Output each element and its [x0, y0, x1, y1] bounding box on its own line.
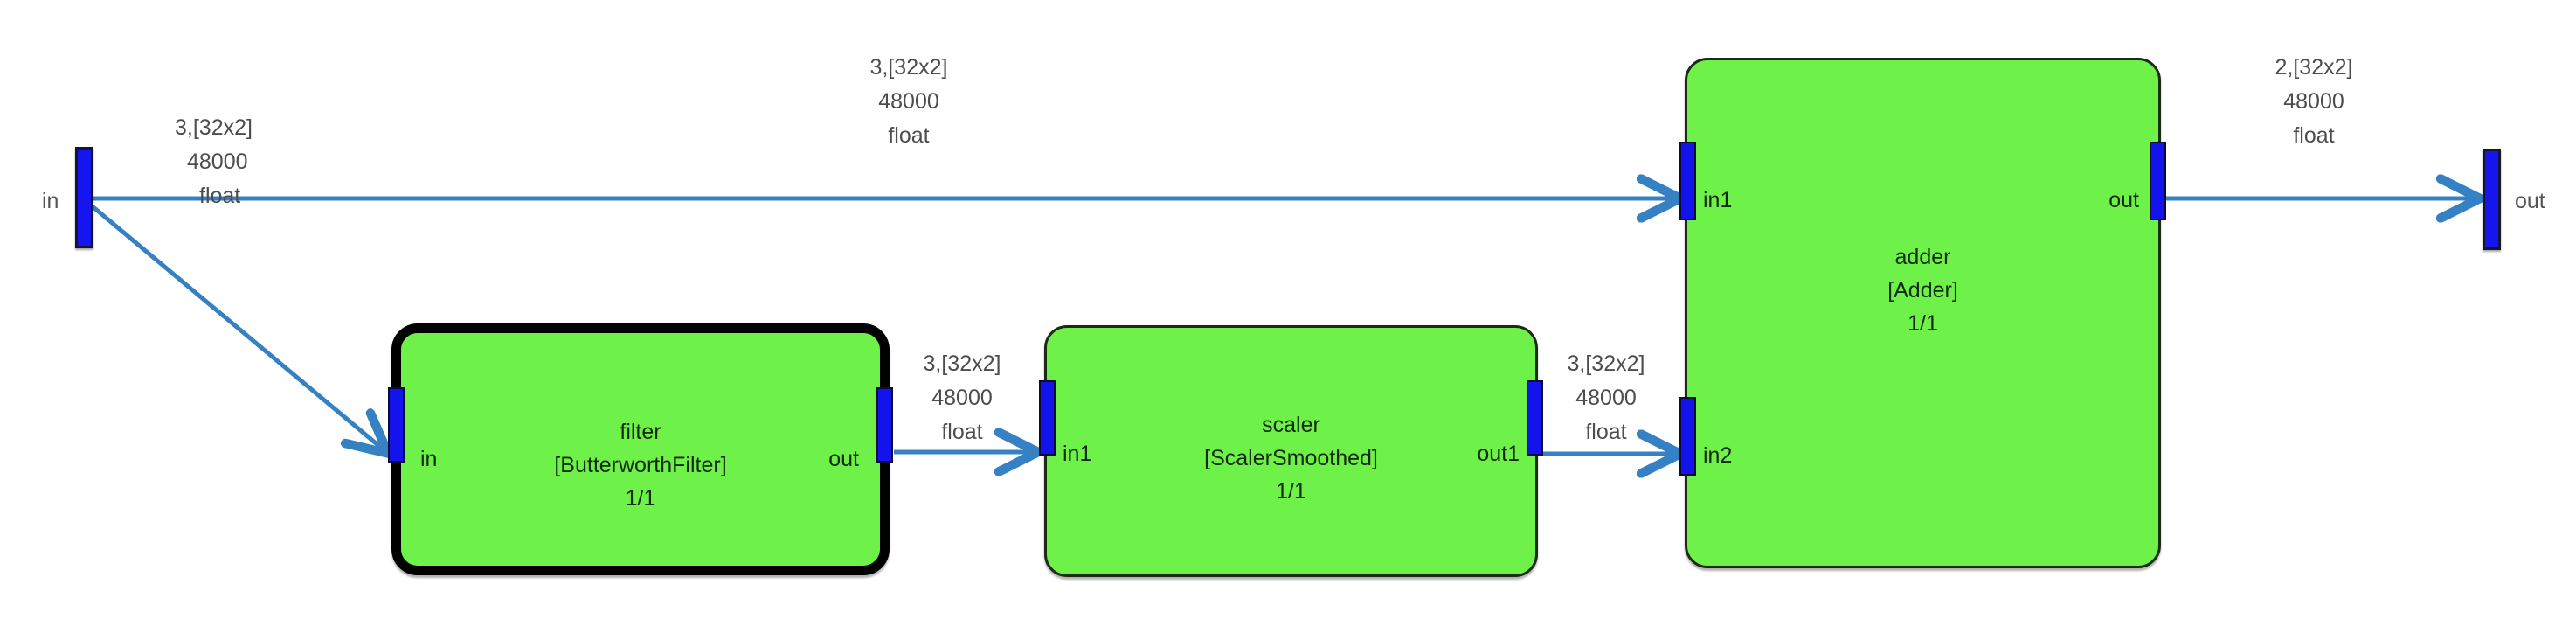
- wire-label-line1: 3,[32x2]: [923, 351, 1001, 376]
- wire-label-line1: 2,[32x2]: [2275, 55, 2353, 80]
- wire-label-line2: 48000: [187, 149, 248, 174]
- wire-label-line1: 3,[32x2]: [175, 115, 253, 140]
- terminal-port-out[interactable]: [2483, 149, 2501, 250]
- block-scaler[interactable]: in1 out1 scaler [ScalerSmoothed] 1/1: [1039, 325, 1543, 577]
- block-filter-port-in-label: in: [420, 447, 438, 471]
- block-scaler-name: scaler: [1262, 413, 1320, 437]
- terminal-port-out-label: out: [2515, 189, 2545, 213]
- block-filter[interactable]: in out filter [ButterworthFilter] 1/1: [388, 323, 893, 575]
- block-filter-ratio: 1/1: [625, 486, 656, 511]
- block-adder-name: adder: [1894, 245, 1951, 269]
- block-filter-port-out-label: out: [828, 447, 859, 471]
- wire-label-line3: float: [2293, 122, 2335, 148]
- block-scaler-ratio: 1/1: [1276, 479, 1306, 504]
- block-filter-port-out[interactable]: [876, 387, 893, 463]
- block-adder-port-in2[interactable]: [1679, 397, 1696, 476]
- block-scaler-port-out1[interactable]: [1527, 380, 1543, 456]
- wire-label-line3: float: [1585, 419, 1627, 444]
- wire-label-adder-out-to-graph-out: 2,[32x2] 48000 float: [2226, 51, 2401, 152]
- wire-label-line3: float: [941, 419, 983, 444]
- block-adder-port-out[interactable]: [2150, 142, 2166, 220]
- wire-label-line2: 48000: [1575, 385, 1637, 410]
- wire-label-line2: 48000: [2283, 88, 2344, 114]
- block-filter-port-in[interactable]: [388, 387, 405, 463]
- wire-label-scaler-out1-to-adder-in2: 3,[32x2] 48000 float: [1519, 347, 1693, 449]
- wire-in-to-filter-in[interactable]: [87, 202, 385, 451]
- wire-label-line3: float: [199, 183, 241, 208]
- wire-label-line3: float: [888, 122, 930, 148]
- block-adder-ratio: 1/1: [1908, 311, 1938, 336]
- block-scaler-port-in1[interactable]: [1039, 380, 1056, 456]
- wire-label-line2: 48000: [878, 88, 939, 114]
- wire-label-filter-out-to-scaler-in1: 3,[32x2] 48000 float: [875, 347, 1049, 449]
- block-filter-type: [ButterworthFilter]: [554, 453, 727, 477]
- block-scaler-type: [ScalerSmoothed]: [1204, 446, 1378, 470]
- block-filter-name: filter: [620, 420, 661, 444]
- block-adder[interactable]: in1 in2 out adder [Adder] 1/1: [1679, 58, 2166, 568]
- block-adder-port-in1[interactable]: [1679, 142, 1696, 220]
- block-scaler-port-out1-label: out1: [1477, 442, 1520, 466]
- block-adder-port-out-label: out: [2109, 188, 2139, 212]
- block-adder-port-in1-label: in1: [1703, 188, 1733, 212]
- wire-label-in-to-filter-in: 3,[32x2] 48000 float: [175, 111, 350, 212]
- block-adder-type: [Adder]: [1887, 278, 1958, 303]
- wire-label-line2: 48000: [931, 385, 993, 410]
- terminal-port-in[interactable]: [75, 147, 93, 248]
- wire-label-in-to-adder-in1: 3,[32x2] 48000 float: [813, 51, 1005, 152]
- block-filter-body: filter [ButterworthFilter] 1/1: [401, 415, 880, 515]
- block-scaler-body: scaler [ScalerSmoothed] 1/1: [1047, 408, 1535, 508]
- wire-label-line1: 3,[32x2]: [869, 55, 948, 80]
- wire-label-line1: 3,[32x2]: [1567, 351, 1645, 376]
- block-scaler-port-in1-label: in1: [1063, 442, 1092, 466]
- block-adder-body: adder [Adder] 1/1: [1687, 240, 2158, 340]
- terminal-port-in-label: in: [42, 189, 59, 213]
- block-adder-port-in2-label: in2: [1703, 443, 1733, 468]
